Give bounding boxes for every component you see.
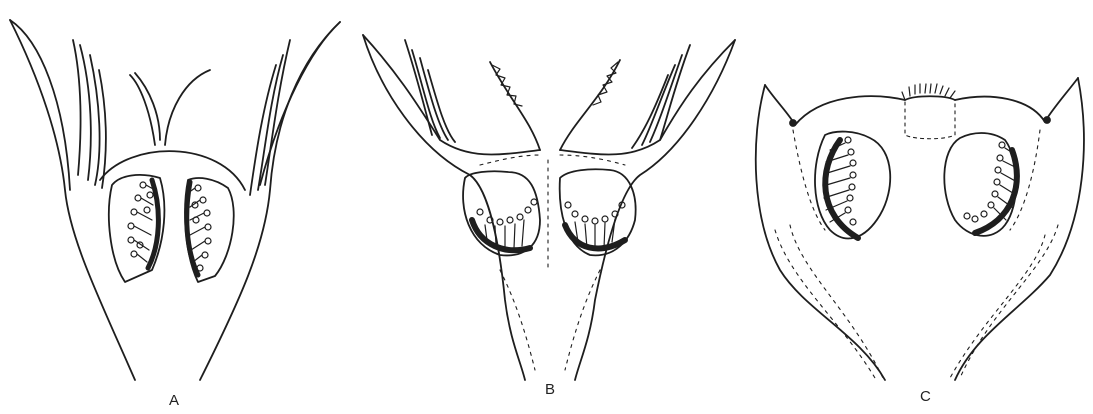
panel-b-stigma bbox=[490, 60, 620, 150]
panel-c-drawing bbox=[756, 78, 1084, 380]
panel-a-drawing bbox=[10, 20, 340, 380]
panel-b-drawing bbox=[363, 35, 735, 380]
panel-label-c: C bbox=[920, 388, 931, 405]
panel-a-outline bbox=[10, 20, 135, 380]
panel-b-outline bbox=[363, 35, 525, 380]
panel-label-b: B bbox=[545, 381, 555, 398]
panel-label-a: A bbox=[169, 392, 179, 409]
